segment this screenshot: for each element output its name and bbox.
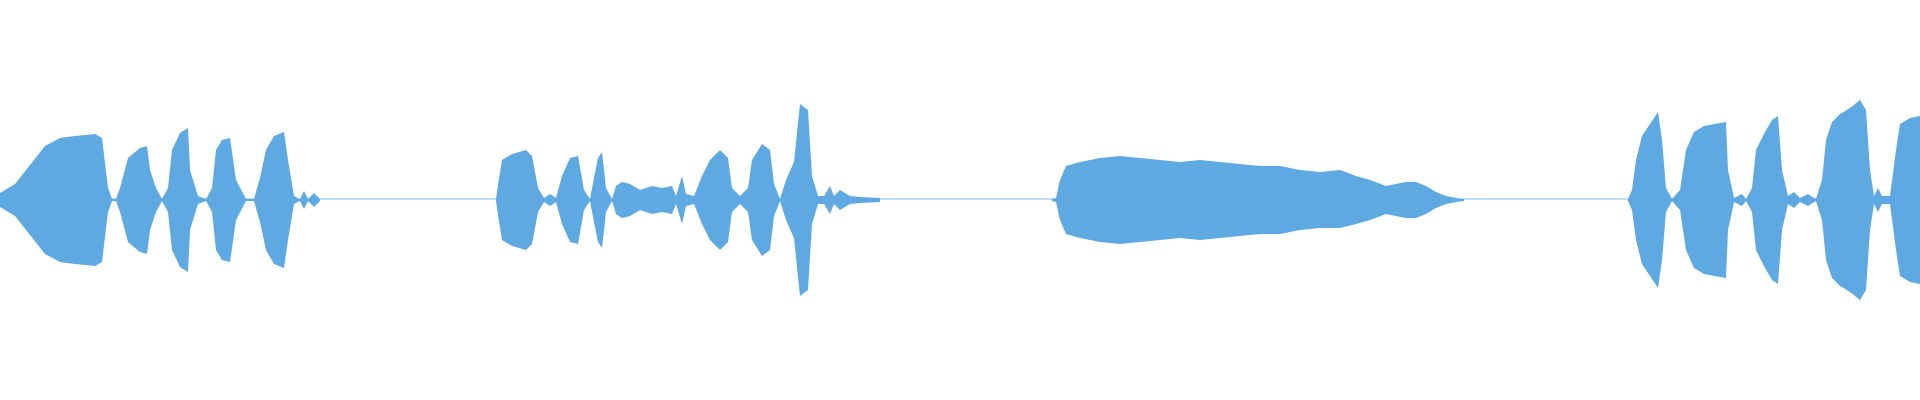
waveform-burst-3 xyxy=(1052,156,1464,244)
waveform-burst-4 xyxy=(1628,100,1920,300)
waveform-segments xyxy=(0,100,1920,300)
waveform-burst-1 xyxy=(0,128,320,272)
waveform-burst-2 xyxy=(496,104,880,296)
